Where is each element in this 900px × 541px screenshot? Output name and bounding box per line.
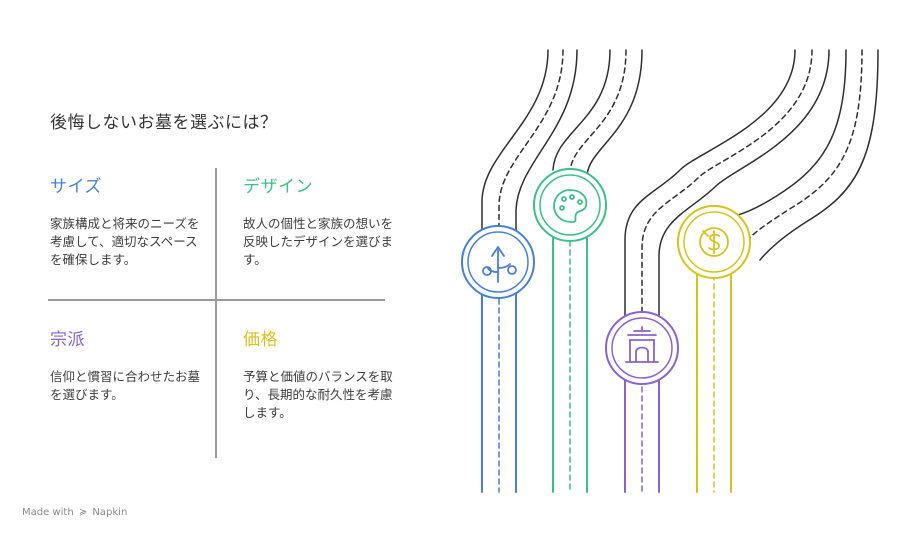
quadrant-price: 価格 予算と価値のバランスを取り、長期的な耐久性を考慮します。 — [243, 325, 393, 422]
road-design — [552, 49, 643, 493]
footer-credit[interactable]: Made with ≽ Napkin — [22, 507, 127, 518]
footer-brand: Napkin — [92, 507, 128, 518]
coin-icon — [677, 205, 751, 279]
quadrant-sect: 宗派 信仰と慣習に合わせたお墓を選びます。 — [50, 325, 200, 404]
footer-prefix: Made with — [22, 507, 74, 518]
road-price — [696, 49, 879, 493]
palette-icon — [533, 168, 607, 242]
sprout-icon — [461, 225, 535, 299]
temple-icon — [605, 311, 679, 385]
quadrant-size-heading: サイズ — [50, 177, 102, 197]
horizontal-divider — [48, 299, 385, 301]
quadrant-sect-body: 信仰と慣習に合わせたお墓を選びます。 — [50, 369, 201, 402]
page-title: 後悔しないお墓を選ぶには？ — [50, 113, 278, 133]
quadrant-sect-heading: 宗派 — [50, 330, 85, 350]
road-size — [481, 49, 578, 493]
quadrant-size: サイズ 家族構成と将来のニーズを考慮して、適切なスペースを確保します。 — [50, 172, 200, 269]
vertical-divider — [215, 168, 217, 458]
quadrant-price-body: 予算と価値のバランスを取り、長期的な耐久性を考慮します。 — [243, 369, 393, 420]
road-sect — [624, 49, 830, 493]
roads-illustration — [461, 49, 879, 493]
quadrant-design-body: 故人の個性と家族の想いを反映したデザインを選びます。 — [243, 216, 394, 267]
napkin-logo-icon: ≽ — [78, 507, 88, 518]
quadrant-design-heading: デザイン — [243, 177, 313, 197]
quadrant-price-heading: 価格 — [243, 330, 278, 350]
quadrant-design: デザイン 故人の個性と家族の想いを反映したデザインを選びます。 — [243, 172, 393, 269]
quadrant-size-body: 家族構成と将来のニーズを考慮して、適切なスペースを確保します。 — [50, 216, 200, 267]
